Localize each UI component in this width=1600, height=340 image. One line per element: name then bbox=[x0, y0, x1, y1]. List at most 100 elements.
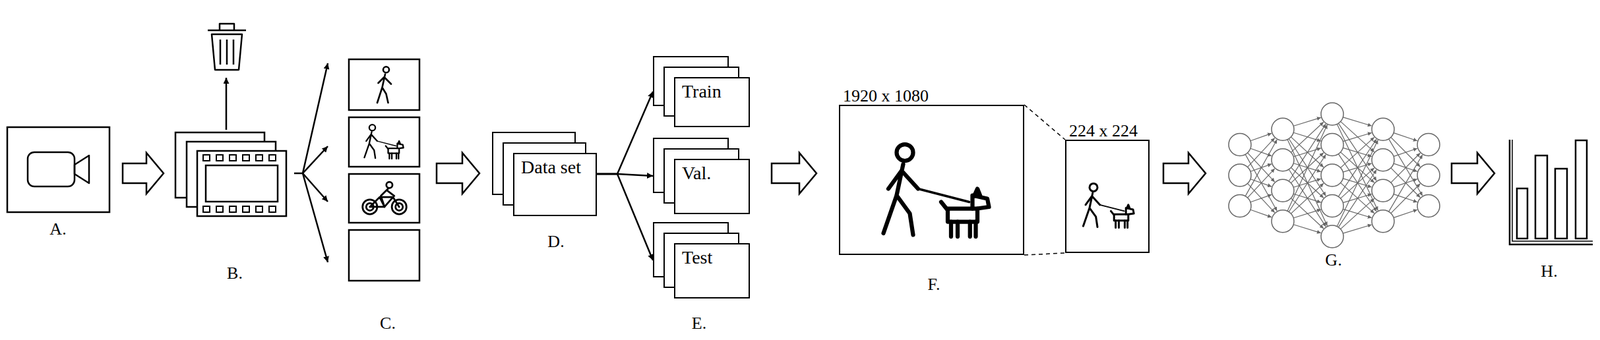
network-link bbox=[1288, 123, 1326, 182]
stack-label: Test bbox=[681, 247, 742, 269]
network-link bbox=[1288, 154, 1326, 213]
network-link bbox=[1393, 133, 1418, 142]
hollow-arrow bbox=[436, 153, 480, 194]
stage-letter: E. bbox=[691, 313, 707, 334]
stack-label: Val. bbox=[681, 162, 742, 185]
split-stack: Test bbox=[652, 222, 750, 299]
stack-label: Data set bbox=[521, 156, 589, 179]
neuron bbox=[1321, 195, 1344, 218]
dataset-stack: Data set bbox=[492, 131, 597, 217]
neuron bbox=[1321, 133, 1344, 157]
network-link bbox=[1247, 137, 1275, 167]
film-hole bbox=[203, 206, 210, 213]
stage-letter: G. bbox=[1324, 250, 1342, 271]
film-hole bbox=[229, 206, 237, 213]
stage-letter: D. bbox=[547, 232, 564, 252]
neuron bbox=[1371, 179, 1395, 202]
film-hole bbox=[229, 154, 237, 161]
network-link bbox=[1288, 169, 1326, 227]
split-arrow bbox=[596, 174, 653, 261]
zoom-line bbox=[1024, 104, 1066, 140]
network-link bbox=[1340, 198, 1375, 229]
network-link bbox=[1250, 209, 1272, 217]
network-link bbox=[1247, 168, 1275, 198]
network-link bbox=[1338, 170, 1377, 228]
film-hole bbox=[203, 154, 210, 161]
dog-walker-picture bbox=[883, 144, 990, 237]
neuron bbox=[1321, 225, 1344, 248]
film-hole bbox=[242, 154, 250, 161]
hollow-arrow bbox=[1451, 153, 1495, 194]
stack-card: Test bbox=[674, 243, 750, 299]
stage-letter: F. bbox=[927, 275, 941, 295]
network-link bbox=[1293, 209, 1322, 219]
network-link bbox=[1340, 137, 1375, 168]
network-link bbox=[1293, 224, 1322, 234]
network-link bbox=[1342, 224, 1372, 234]
network-link bbox=[1390, 153, 1420, 183]
neuron bbox=[1371, 118, 1395, 141]
network-link bbox=[1390, 137, 1420, 167]
split-stack: Val. bbox=[652, 137, 750, 215]
film-holes bbox=[203, 154, 276, 213]
network-link bbox=[1393, 209, 1418, 218]
network-link bbox=[1290, 122, 1324, 153]
network-link bbox=[1336, 123, 1378, 211]
neuron bbox=[1417, 133, 1440, 157]
class-frames bbox=[348, 59, 420, 281]
network-link bbox=[1393, 148, 1418, 157]
trash-icon bbox=[207, 23, 247, 70]
cropped-frame: 224 x 224 bbox=[1065, 139, 1150, 254]
stage-letter: H. bbox=[1540, 261, 1558, 282]
bar-chart-icon bbox=[1509, 139, 1593, 245]
cyclist-icon bbox=[362, 182, 407, 215]
network-link bbox=[1338, 139, 1377, 197]
network-link bbox=[1290, 183, 1324, 214]
split-stack: Train bbox=[652, 56, 750, 128]
neural-network bbox=[1228, 102, 1440, 248]
stack-card: Val. bbox=[674, 158, 750, 215]
neuron bbox=[1228, 133, 1252, 157]
stage-letter: B. bbox=[226, 263, 243, 284]
stack-card: Data set bbox=[513, 153, 597, 217]
film-hole bbox=[255, 206, 263, 213]
neuron bbox=[1371, 149, 1395, 172]
neuron bbox=[1271, 179, 1294, 202]
network-link bbox=[1250, 194, 1272, 202]
camera-icon bbox=[7, 127, 110, 213]
network-link bbox=[1293, 117, 1322, 126]
dog-walker-picture bbox=[1082, 183, 1134, 228]
dimension-label: 224 x 224 bbox=[1069, 121, 1138, 142]
neuron bbox=[1271, 118, 1294, 141]
neuron bbox=[1321, 164, 1344, 187]
neuron bbox=[1228, 195, 1252, 218]
network-link bbox=[1338, 123, 1377, 181]
pedestrian-icon bbox=[377, 66, 392, 103]
film-hole bbox=[269, 154, 276, 161]
film-hole bbox=[216, 206, 223, 213]
network-link bbox=[1342, 117, 1372, 126]
network-link bbox=[1342, 132, 1372, 142]
dog-walker-icon bbox=[364, 124, 403, 159]
film-hole bbox=[216, 154, 223, 161]
neuron bbox=[1417, 164, 1440, 187]
network-link bbox=[1340, 121, 1375, 152]
discard-arrow bbox=[225, 77, 228, 130]
network-link bbox=[1247, 183, 1275, 213]
stage-letter: A. bbox=[49, 219, 66, 240]
full-frame: 1920 x 1080 bbox=[838, 104, 1025, 256]
network-link bbox=[1290, 198, 1324, 229]
split-arrow bbox=[596, 91, 653, 175]
stage-letter: C. bbox=[379, 313, 396, 334]
dimension-label: 1920 x 1080 bbox=[842, 86, 929, 107]
film-hole bbox=[269, 206, 276, 213]
hollow-arrow bbox=[122, 153, 164, 194]
neuron bbox=[1371, 210, 1395, 233]
neuron bbox=[1417, 195, 1440, 218]
neuron bbox=[1271, 210, 1294, 233]
network-link bbox=[1390, 184, 1420, 214]
hollow-arrow bbox=[1163, 153, 1206, 194]
neuron bbox=[1321, 102, 1344, 126]
zoom-line bbox=[1024, 253, 1066, 256]
